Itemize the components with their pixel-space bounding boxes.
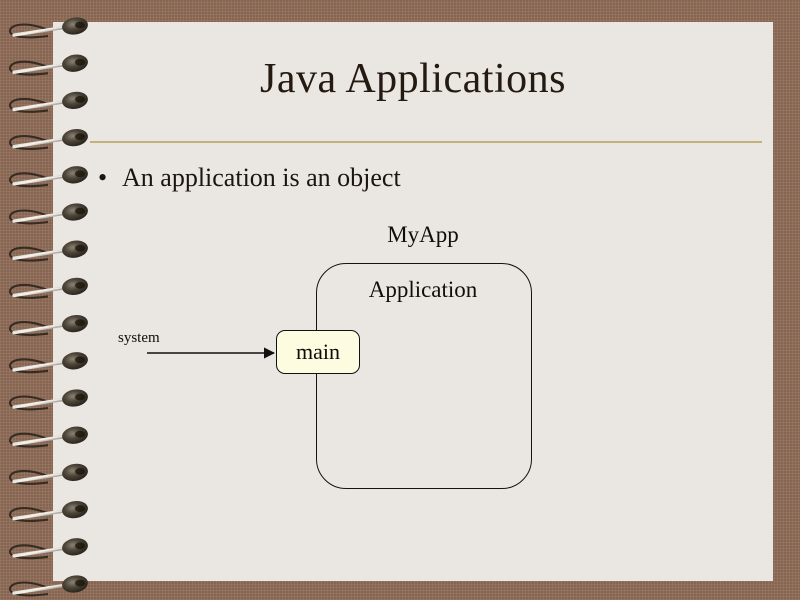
page-title: Java Applications — [260, 56, 566, 102]
bullet-text: An application is an object — [122, 163, 401, 192]
slide-page — [53, 22, 773, 581]
bullet-dot-icon: • — [98, 163, 108, 192]
bullet-list-item: • An application is an object — [98, 160, 401, 196]
title-divider — [90, 141, 762, 143]
